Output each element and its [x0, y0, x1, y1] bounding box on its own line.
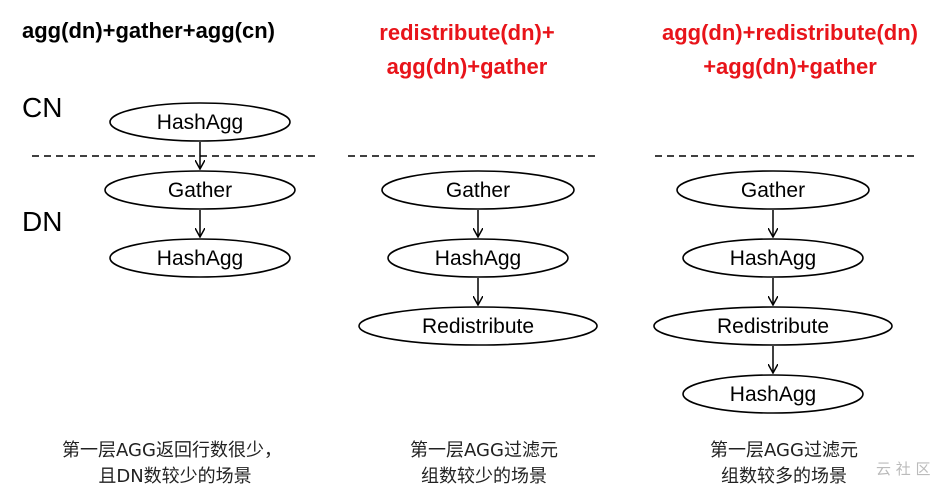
column-2-title-line-2: agg(dn)+gather [387, 54, 548, 79]
col1-caption-line-2: 且DN数较少的场景 [98, 466, 251, 487]
column-3-title-line-2: +agg(dn)+gather [703, 54, 877, 79]
col2-node-hashagg-label: HashAgg [435, 247, 521, 270]
col3-caption-line-1: 第一层AGG过滤元 [710, 440, 858, 461]
col2-caption-line-2: 组数较少的场景 [421, 466, 547, 487]
dn-label: DN [22, 206, 62, 237]
col2-node-hashagg [387, 238, 569, 278]
col3-node-gather-label: Gather [741, 179, 805, 202]
col1-node-gather-label: Gather [168, 179, 232, 202]
col2-node-gather-label: Gather [446, 179, 510, 202]
col2-node-gather [381, 170, 575, 210]
col3-node-hashagg-1 [682, 238, 864, 278]
col1-node-gather [104, 170, 296, 210]
col1-caption-line-1: 第一层AGG返回行数很少， [62, 440, 282, 461]
column-1-title-line-1: agg(dn)+gather+agg(cn) [22, 18, 275, 43]
col1-node-hashagg-dn-label: HashAgg [157, 247, 243, 270]
col3-node-redistribute [653, 306, 893, 346]
watermark: 云 社 区 [876, 460, 931, 478]
column-3-title-line-1: agg(dn)+redistribute(dn) [662, 20, 918, 45]
col3-node-hashagg-1-label: HashAgg [730, 247, 816, 270]
column-2-title-line-1: redistribute(dn)+ [379, 20, 554, 45]
col3-node-hashagg-2-label: HashAgg [730, 383, 816, 406]
col3-node-gather [676, 170, 870, 210]
col2-node-redistribute [358, 306, 598, 346]
cn-label: CN [22, 92, 62, 123]
col1-node-hashagg-cn-label: HashAgg [157, 111, 243, 134]
col3-caption-line-2: 组数较多的场景 [721, 466, 847, 487]
col2-caption-line-1: 第一层AGG过滤元 [410, 440, 558, 461]
col2-node-redistribute-label: Redistribute [422, 315, 534, 338]
col3-node-redistribute-label: Redistribute [717, 315, 829, 338]
col1-node-hashagg-dn [109, 238, 291, 278]
col1-node-hashagg-cn [109, 102, 291, 142]
col3-node-hashagg-2 [682, 374, 864, 414]
